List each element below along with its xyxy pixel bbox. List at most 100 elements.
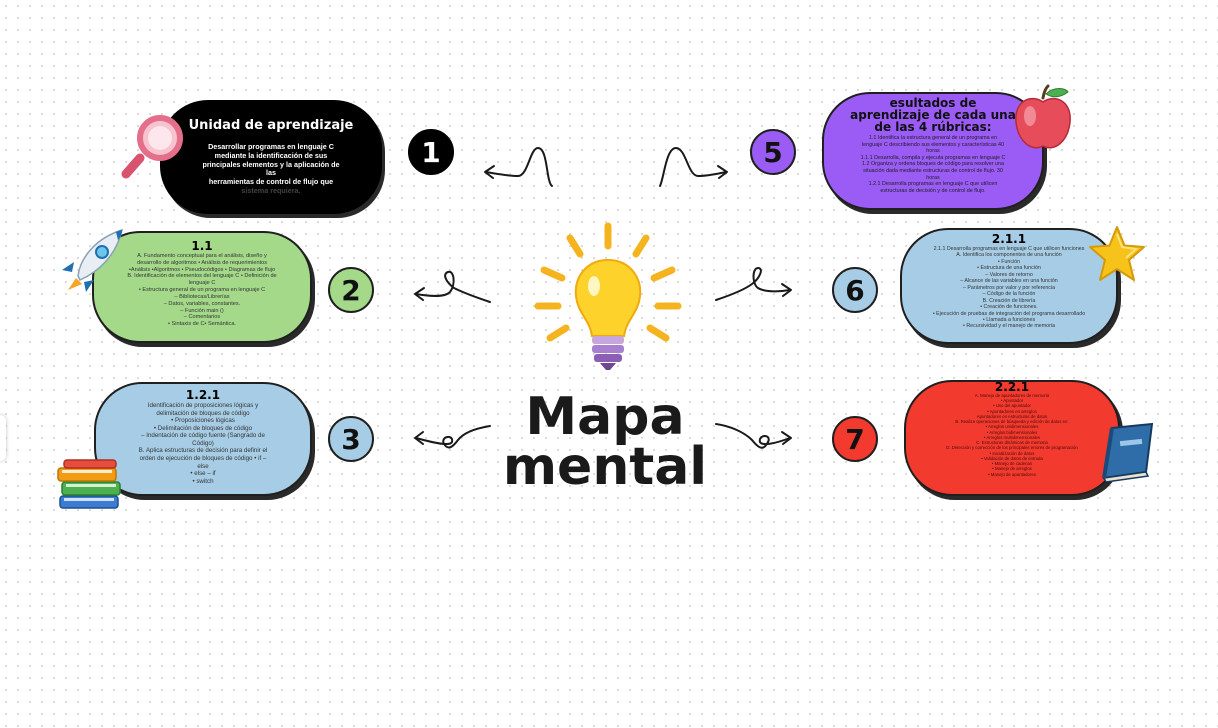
card6-line: • Llamada a funciones	[982, 316, 1036, 323]
card6-line: • Recursividad y el manejo de memoria	[963, 323, 1055, 330]
card2-line: – Bibliotecas/Librerías	[174, 293, 230, 300]
card-resultados-aprendizaje[interactable]: esultados de aprendizaje de cada una de …	[822, 92, 1044, 210]
card7-line: • Arreglos unidimensionales	[985, 424, 1039, 430]
card5-line: estructuras de decisión y de control de …	[880, 187, 986, 194]
card-2-2-1[interactable]: 2.2.1 A. Manejo de apuntadores de memori…	[904, 380, 1120, 496]
apple-icon	[1015, 84, 1071, 149]
card5-line: 1.2.1 Desarrolla programas en lenguaje C…	[868, 181, 998, 188]
card3-line: else	[197, 462, 209, 470]
connector-arrow-5	[659, 146, 728, 187]
card6-line: • Estructura de una función	[977, 265, 1041, 272]
card2-line: • Sintaxis de C• Semántica.	[168, 321, 236, 328]
card3-line: – Indentación de código fuente (Sangrado…	[141, 432, 265, 440]
number-1[interactable]: 1	[408, 129, 454, 175]
card2-title: 1.1	[191, 239, 213, 253]
card3-line: • Proposiciones lógicas	[171, 417, 235, 425]
card5-title-line: de las 4 rúbricas:	[874, 120, 992, 134]
card7-line: • Uso del apuntador	[993, 403, 1031, 409]
card3-line: B. Aplica estructuras de decisión para d…	[138, 447, 268, 455]
card3-line: orden de ejecución de bloques de código …	[139, 454, 267, 462]
number-2[interactable]: 2	[328, 267, 374, 313]
card6-line: – Código de la función	[982, 291, 1036, 298]
card6-line: – Valores de retorno	[985, 271, 1033, 278]
card1-line: las	[266, 168, 276, 178]
center-title-line1: Mapa	[525, 387, 685, 447]
magnifier-icon	[121, 115, 183, 179]
card5-line: 1.2 Organiza y ordena bloques de código …	[861, 161, 1005, 168]
card3-line: delimitación de bloques de código	[156, 409, 250, 417]
card2-line: – Función main ()	[180, 307, 224, 314]
card-2-1-1[interactable]: 2.1.1 2.1.1 Desarrolla programas en leng…	[900, 228, 1118, 344]
card2-line: B. Identificación de elementos del lengu…	[127, 273, 277, 280]
number-3[interactable]: 3	[328, 416, 374, 462]
card7-line: • Apuntadores en arreglos	[987, 408, 1037, 414]
card2-line: A. Fundamento conceptual para el análisi…	[137, 253, 267, 259]
card7-text: A. Manejo de apuntadores de memoria • Ap…	[906, 393, 1118, 477]
books-icon	[57, 459, 121, 509]
rocket-icon	[62, 228, 124, 292]
card-1-1[interactable]: 1.1 A. Fundamento conceptual para el aná…	[92, 231, 312, 343]
card3-line: • else – if	[190, 470, 216, 478]
card7-title: 2.2.1	[994, 380, 1030, 394]
card1-line: principales elementos y la aplicación de	[202, 159, 340, 169]
card1-line: Desarrollar programas en lenguaje C	[208, 142, 334, 151]
card2-text: A. Fundamento conceptual para el análisi…	[94, 253, 310, 328]
card6-text: 2.1.1 Desarrolla programas en lenguaje C…	[902, 246, 1116, 330]
book-icon	[1102, 422, 1154, 482]
card5-title-line: esultados de	[889, 96, 977, 110]
card6-line: 2.1.1 Desarrolla programas en lenguaje C…	[933, 246, 1085, 252]
side-handle[interactable]	[0, 415, 6, 461]
number-5[interactable]: 5	[750, 129, 796, 175]
connector-arrow-7	[715, 423, 792, 449]
card6-line: – Parámetros por valor y por referencia	[962, 284, 1056, 291]
card5-line: situación dada mediante estructuras de c…	[863, 167, 1003, 174]
card1-text: Desarrollar programas en lenguaje C medi…	[162, 142, 380, 196]
card1-title: Unidad de aprendizaje	[188, 118, 354, 133]
card6-line: • Creación de funciones.	[980, 304, 1038, 311]
card7-line: C. Estructuras dinámicas de memoria	[976, 440, 1048, 446]
card5-title: esultados de aprendizaje de cada una de …	[824, 97, 1042, 133]
card1-line: sistema requiera.	[241, 185, 301, 195]
card7-line: • Manejo de arreglos	[992, 466, 1032, 472]
card7-line: B. Realiza operaciones de búsqueda y edi…	[955, 419, 1069, 425]
card5-line: 1.1.1 Desarrolla, compila y ejecuta prog…	[860, 154, 1006, 161]
card6-title: 2.1.1	[991, 232, 1027, 246]
card6-line: B. Creación de librería	[982, 297, 1036, 304]
card7-line: • Inicialización de datos	[989, 450, 1035, 456]
card2-line: • Estructura general de un programa en l…	[138, 287, 266, 294]
card7-line: • Manejo de cadenas	[991, 461, 1033, 467]
lightbulb-icon	[534, 222, 682, 370]
card5-title-line: aprendizaje de cada una	[850, 108, 1016, 122]
card3-text: Identificación de proposiciones lógicas …	[96, 402, 310, 485]
center-title: Mapa mental	[480, 387, 730, 497]
card2-line: – Comentarios	[183, 314, 221, 321]
connector-arrow-2	[414, 270, 491, 303]
connector-arrow-6	[715, 266, 792, 301]
card-unidad-aprendizaje[interactable]: Unidad de aprendizaje Desarrollar progra…	[160, 100, 382, 214]
card6-line: • Ejecución de pruebas de integración de…	[932, 310, 1086, 317]
card3-line: • Delimitación de bloques de código	[153, 424, 253, 432]
card-1-2-1[interactable]: 1.2.1 Identificación de proposiciones ló…	[94, 382, 312, 496]
card7-line: • Validación de datos de entrada	[981, 455, 1043, 461]
card1-line: herramientas de control de flujo que	[208, 177, 334, 187]
card5-line: horas	[926, 148, 940, 155]
card6-line: • Función	[997, 258, 1021, 265]
number-7[interactable]: 7	[832, 416, 878, 462]
card7-line: • Apuntador	[1000, 398, 1024, 404]
card2-line: desarrollo de algoritmos • Análisis de r…	[136, 259, 268, 266]
card5-text: 1.1 Identifica la estructura general de …	[824, 133, 1042, 194]
card3-line: Código)	[192, 439, 214, 447]
card7-line: Apuntadores en estructuras de datos	[976, 413, 1048, 419]
card2-line: •Análisis •Algoritmos • Pseudocódigos • …	[128, 266, 276, 273]
connector-arrow-1	[484, 146, 553, 187]
card7-line: A. Manejo de apuntadores de memoria	[974, 393, 1050, 398]
number-6[interactable]: 6	[832, 267, 878, 313]
center-title-line2: mental	[502, 437, 708, 497]
card7-line: D. Detección y corrección de los princip…	[946, 445, 1078, 451]
card3-title: 1.2.1	[185, 388, 221, 402]
connector-arrow-3	[414, 425, 491, 449]
card5-line: lenguaje C describiendo sus elementos y …	[861, 141, 1005, 148]
card5-line: 1.1 Identifica la estructura general de …	[868, 135, 998, 141]
card7-line: • Arreglos multidimensionales	[983, 434, 1041, 440]
card3-line: Identificación de proposiciones lógicas …	[147, 402, 259, 409]
